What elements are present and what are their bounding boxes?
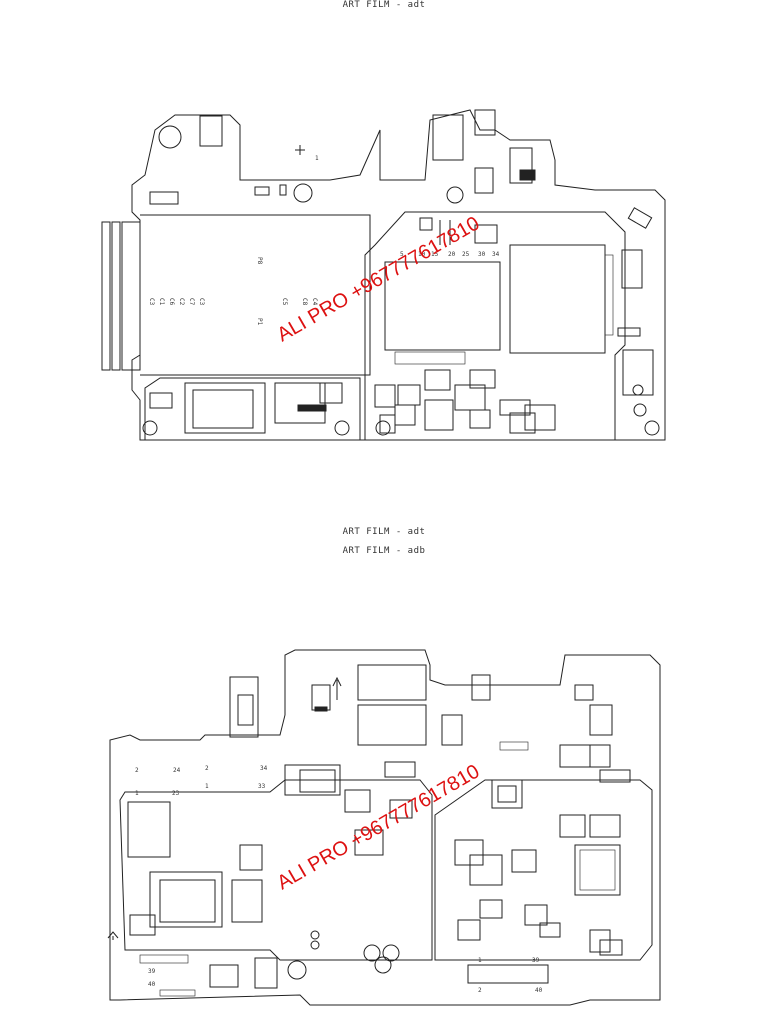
label-b-39: 39 <box>148 968 156 975</box>
label-pin-5: 5 <box>400 251 404 258</box>
pcb-bottom-layer-diagram: 2 24 2 34 23 1 1 33 39 40 2 40 39 1 ALI … <box>107 649 661 1006</box>
watermark-top: ALI PRO +967777617810 <box>274 212 484 346</box>
label-pin-20: 20 <box>448 251 456 258</box>
label-c7: C7 <box>188 298 195 306</box>
label-c2: C2 <box>178 298 185 306</box>
label-b-2: 2 <box>135 767 139 774</box>
label-pin-15: 15 <box>431 251 439 258</box>
art-film-title-middle-adt: ART FILM - adt <box>342 527 426 537</box>
art-film-title-top: ART FILM - adt <box>342 0 426 10</box>
art-film-title-middle-adb: ART FILM - adb <box>342 546 426 556</box>
label-c5: C5 <box>281 298 288 306</box>
label-c3b: C3 <box>198 298 205 306</box>
label-pin-1: 1 <box>315 155 319 162</box>
label-pin-30: 30 <box>478 251 486 258</box>
label-b-40: 40 <box>148 981 156 988</box>
label-pin-25: 25 <box>462 251 470 258</box>
label-b-34: 34 <box>260 765 268 772</box>
label-c6: C6 <box>168 298 175 306</box>
label-b-1b: 1 <box>205 783 209 790</box>
label-c4: C4 <box>311 298 318 306</box>
label-b-2c: 2 <box>478 987 482 994</box>
label-pin-10: 10 <box>418 251 426 258</box>
label-b-24: 24 <box>173 767 181 774</box>
label-pin-34: 34 <box>492 251 500 258</box>
label-b-1: 1 <box>135 790 139 797</box>
watermark-bottom: ALI PRO +967777617810 <box>274 760 484 894</box>
pcb-top-layer-diagram: P8 P1 C3 C1 C6 C2 C7 C3 C5 C8 C4 5 10 15… <box>101 109 666 441</box>
label-c1: C1 <box>158 298 165 306</box>
label-b-40b: 40 <box>535 987 543 994</box>
label-c8: C8 <box>301 298 308 306</box>
label-b-1c: 1 <box>478 957 482 964</box>
label-b-39b: 39 <box>532 957 540 964</box>
label-b-2b: 2 <box>205 765 209 772</box>
label-c3a: C3 <box>148 298 155 306</box>
label-p1: P1 <box>256 318 263 326</box>
label-b-23: 23 <box>172 790 180 797</box>
label-b-33: 33 <box>258 783 266 790</box>
label-p8: P8 <box>256 257 263 265</box>
